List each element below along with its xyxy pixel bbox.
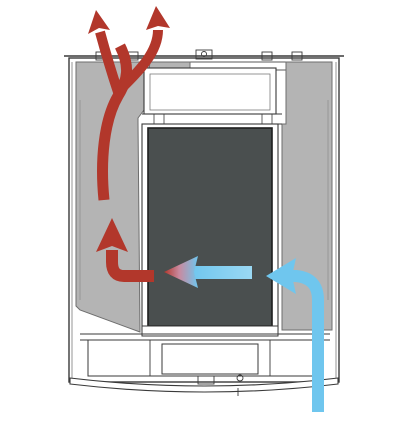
hot-air-outlet-right-arrowhead bbox=[146, 6, 170, 30]
base-handle bbox=[197, 374, 244, 396]
hot-air-trunk bbox=[97, 43, 132, 201]
stove-body bbox=[64, 49, 344, 396]
warm-air-rise-arrow bbox=[106, 250, 154, 282]
airflow-arrows bbox=[88, 6, 324, 412]
air-transfer-arrowhead bbox=[164, 256, 198, 288]
bottom-frame bbox=[141, 325, 279, 337]
top-fittings bbox=[95, 49, 303, 61]
warm-air-rise-arrowhead bbox=[96, 218, 128, 252]
base-drawer bbox=[87, 339, 321, 377]
flue-box bbox=[143, 67, 277, 115]
air-transfer-bar bbox=[190, 266, 252, 279]
stove-outer-casing bbox=[68, 57, 340, 383]
cold-air-inlet-arrow bbox=[290, 270, 324, 412]
base-plinth bbox=[69, 377, 339, 393]
firebox-window bbox=[147, 127, 273, 327]
cold-air-inlet-arrowhead bbox=[266, 258, 296, 294]
hot-air-outlet-left-arrowhead bbox=[88, 10, 110, 34]
hot-air-outlet-right-arrow bbox=[116, 29, 163, 94]
hot-air-outlet-left-arrow bbox=[95, 30, 123, 94]
